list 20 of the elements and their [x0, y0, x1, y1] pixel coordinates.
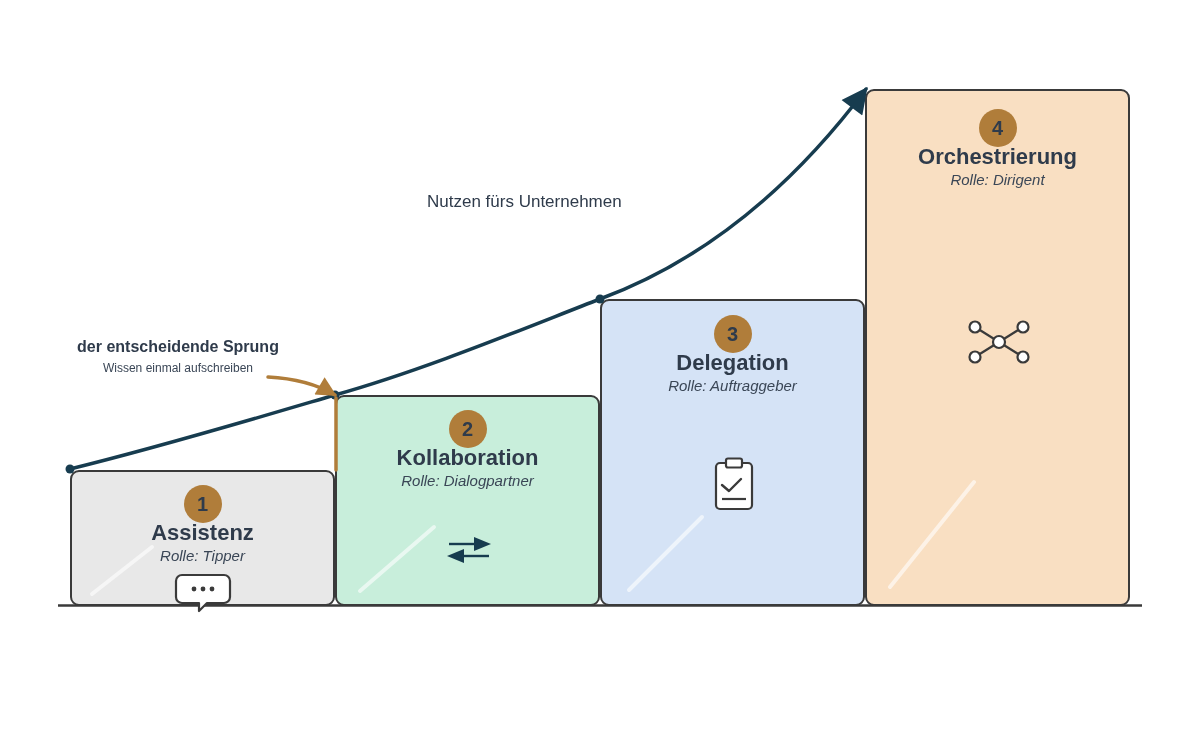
step-title: Delegation [676, 350, 789, 376]
step-box [865, 89, 1130, 606]
role-label: Rolle: Tipper [160, 547, 245, 565]
curved-arrow [266, 375, 337, 397]
step-title: Orchestrierung [918, 144, 1077, 170]
step-jump-line [334, 396, 338, 472]
number-badge: 2 [448, 410, 487, 448]
number-badge: 4 [978, 109, 1017, 147]
role-label: Rolle: Dirigent [950, 171, 1045, 189]
callout-title: der entscheidende Sprung [77, 337, 279, 357]
step-title: Assistenz [151, 520, 254, 546]
step-box [600, 299, 865, 606]
role-label: Rolle: Dialogpartner [401, 472, 534, 490]
number-badge: 1 [183, 485, 222, 523]
step-box [335, 395, 600, 606]
trend-arrow [65, 87, 868, 474]
role-label: Rolle: Auftraggeber [668, 377, 797, 395]
number-badge: 3 [713, 315, 752, 353]
step-title: Kollaboration [396, 445, 539, 471]
callout-note: Wissen einmal aufschreiben [102, 360, 254, 376]
